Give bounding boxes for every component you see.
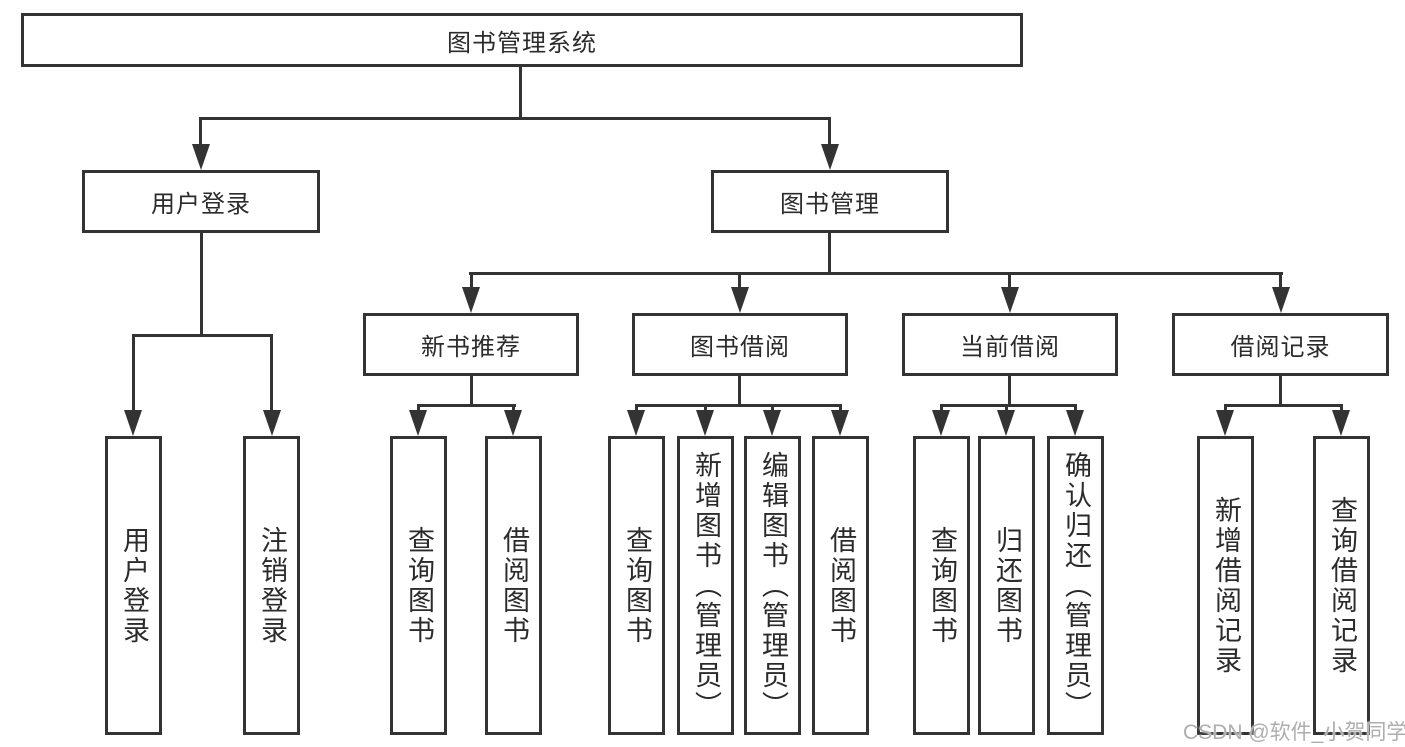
- node-root: 图书管理系统: [21, 13, 1023, 67]
- arrowhead-down-icon: [1066, 410, 1084, 436]
- leaf-label: 查询图书: [622, 525, 652, 646]
- leaf-label: 新增借阅记录: [1211, 495, 1241, 676]
- leaf-return-books: 归还图书: [978, 436, 1035, 735]
- connector-line-horizontal: [132, 334, 273, 337]
- arrowhead-down-icon: [462, 287, 480, 313]
- connector-line-vertical: [1279, 376, 1282, 407]
- connector-line-vertical: [1008, 376, 1011, 407]
- connector-line-vertical: [1005, 404, 1008, 414]
- leaf-query-books-borrow: 查询图书: [608, 436, 665, 735]
- node-user-login: 用户登录: [82, 170, 320, 233]
- connector-line-vertical: [1074, 404, 1077, 414]
- connector-line-vertical: [940, 404, 943, 414]
- leaf-borrow-books: 借阅图书: [812, 436, 869, 735]
- arrowhead-down-icon: [409, 410, 427, 436]
- leaf-label: 编辑图书（管理员）: [758, 450, 788, 721]
- connector-line-vertical: [771, 404, 774, 414]
- arrowhead-down-icon: [696, 410, 714, 436]
- node-book-management: 图书管理: [711, 170, 949, 233]
- connector-line-vertical: [519, 67, 522, 120]
- connector-line-horizontal: [417, 404, 516, 407]
- arrowhead-down-icon: [1216, 410, 1234, 436]
- leaf-edit-books-admin: 编辑图书（管理员）: [744, 436, 801, 735]
- leaf-confirm-return-admin: 确认归还（管理员）: [1047, 436, 1104, 735]
- arrowhead-down-icon: [731, 287, 749, 313]
- leaf-label: 归还图书: [992, 525, 1022, 646]
- connector-line-horizontal: [1224, 404, 1343, 407]
- leaf-label: 查询借阅记录: [1327, 495, 1357, 676]
- connector-line-vertical: [1340, 404, 1343, 414]
- connector-line-vertical: [199, 117, 202, 150]
- connector-line-vertical: [839, 404, 842, 414]
- leaf-add-books-admin: 新增图书（管理员）: [677, 436, 734, 735]
- connector-line-vertical: [738, 376, 741, 407]
- leaf-label: 借阅图书: [499, 525, 529, 646]
- connector-line-vertical: [270, 334, 273, 415]
- arrowhead-down-icon: [192, 144, 210, 170]
- node-book-borrow: 图书借阅: [632, 313, 848, 376]
- connector-line-horizontal: [469, 272, 1283, 275]
- connector-line-vertical: [828, 117, 831, 150]
- leaf-label: 查询图书: [404, 525, 434, 646]
- leaf-label: 借阅图书: [826, 525, 856, 646]
- leaf-label: 新增图书（管理员）: [691, 450, 721, 721]
- connector-line-vertical: [635, 404, 638, 414]
- arrowhead-down-icon: [831, 410, 849, 436]
- node-new-book-recommend: 新书推荐: [363, 313, 579, 376]
- connector-line-horizontal: [199, 117, 831, 120]
- leaf-label: 查询图书: [927, 525, 957, 646]
- connector-line-vertical: [470, 272, 473, 292]
- connector-line-vertical: [704, 404, 707, 414]
- connector-line-vertical: [470, 376, 473, 407]
- arrowhead-down-icon: [263, 410, 281, 436]
- connector-line-horizontal: [940, 404, 1077, 407]
- leaf-add-borrow-record: 新增借阅记录: [1197, 436, 1254, 735]
- arrowhead-down-icon: [997, 410, 1015, 436]
- connector-line-horizontal: [635, 404, 842, 407]
- leaf-query-borrow-record: 查询借阅记录: [1313, 436, 1370, 735]
- leaf-label: 注销登录: [257, 525, 287, 646]
- arrowhead-down-icon: [504, 410, 522, 436]
- connector-line-vertical: [417, 404, 420, 414]
- arrowhead-down-icon: [124, 410, 142, 436]
- watermark-text: CSDN @软件_小贺同学: [1183, 721, 1405, 744]
- connector-line-vertical: [1224, 404, 1227, 414]
- leaf-label: 用户登录: [119, 525, 149, 646]
- connector-line-vertical: [1008, 272, 1011, 292]
- leaf-logout: 注销登录: [243, 436, 300, 735]
- arrowhead-down-icon: [1001, 287, 1019, 313]
- connector-line-vertical: [200, 233, 203, 336]
- node-current-borrow: 当前借阅: [902, 313, 1118, 376]
- connector-line-vertical: [132, 334, 135, 415]
- arrowhead-down-icon: [763, 410, 781, 436]
- connector-line-vertical: [828, 233, 831, 274]
- arrowhead-down-icon: [932, 410, 950, 436]
- connector-line-vertical: [512, 404, 515, 414]
- arrowhead-down-icon: [1332, 410, 1350, 436]
- leaf-user-login: 用户登录: [105, 436, 162, 735]
- connector-line-vertical: [738, 272, 741, 292]
- arrowhead-down-icon: [1272, 287, 1290, 313]
- arrowhead-down-icon: [821, 144, 839, 170]
- leaf-query-books-recommend: 查询图书: [390, 436, 447, 735]
- leaf-label: 确认归还（管理员）: [1061, 450, 1091, 721]
- connector-line-vertical: [1279, 272, 1282, 292]
- leaf-borrow-books-recommend: 借阅图书: [485, 436, 542, 735]
- leaf-query-books-current: 查询图书: [913, 436, 970, 735]
- node-borrow-records: 借阅记录: [1172, 313, 1389, 376]
- arrowhead-down-icon: [627, 410, 645, 436]
